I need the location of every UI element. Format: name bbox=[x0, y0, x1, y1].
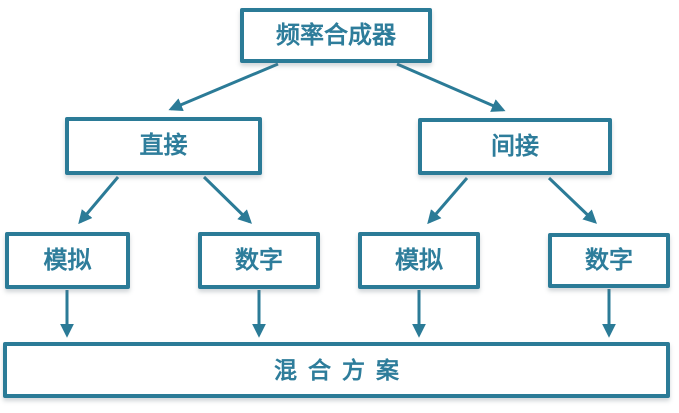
node-indirect-analog: 模拟 bbox=[358, 232, 480, 289]
node-indirect-digital-label: 数字 bbox=[585, 246, 633, 274]
node-frequency-synthesizer-label: 频率合成器 bbox=[276, 21, 396, 49]
node-hybrid-solution-label: 混合方案 bbox=[274, 356, 410, 383]
node-hybrid-solution: 混合方案 bbox=[3, 342, 670, 398]
node-direct-digital: 数字 bbox=[198, 232, 320, 289]
node-direct-analog-label: 模拟 bbox=[43, 246, 92, 274]
node-direct-label: 直接 bbox=[139, 132, 188, 159]
node-indirect-analog-label: 模拟 bbox=[395, 246, 443, 274]
node-frequency-synthesizer: 频率合成器 bbox=[240, 8, 432, 63]
node-indirect-label: 间接 bbox=[491, 132, 539, 160]
node-direct-digital-label: 数字 bbox=[235, 246, 283, 274]
node-indirect-digital: 数字 bbox=[548, 233, 670, 288]
node-direct: 直接 bbox=[65, 117, 262, 175]
node-direct-analog: 模拟 bbox=[5, 232, 130, 289]
node-indirect: 间接 bbox=[418, 118, 612, 175]
